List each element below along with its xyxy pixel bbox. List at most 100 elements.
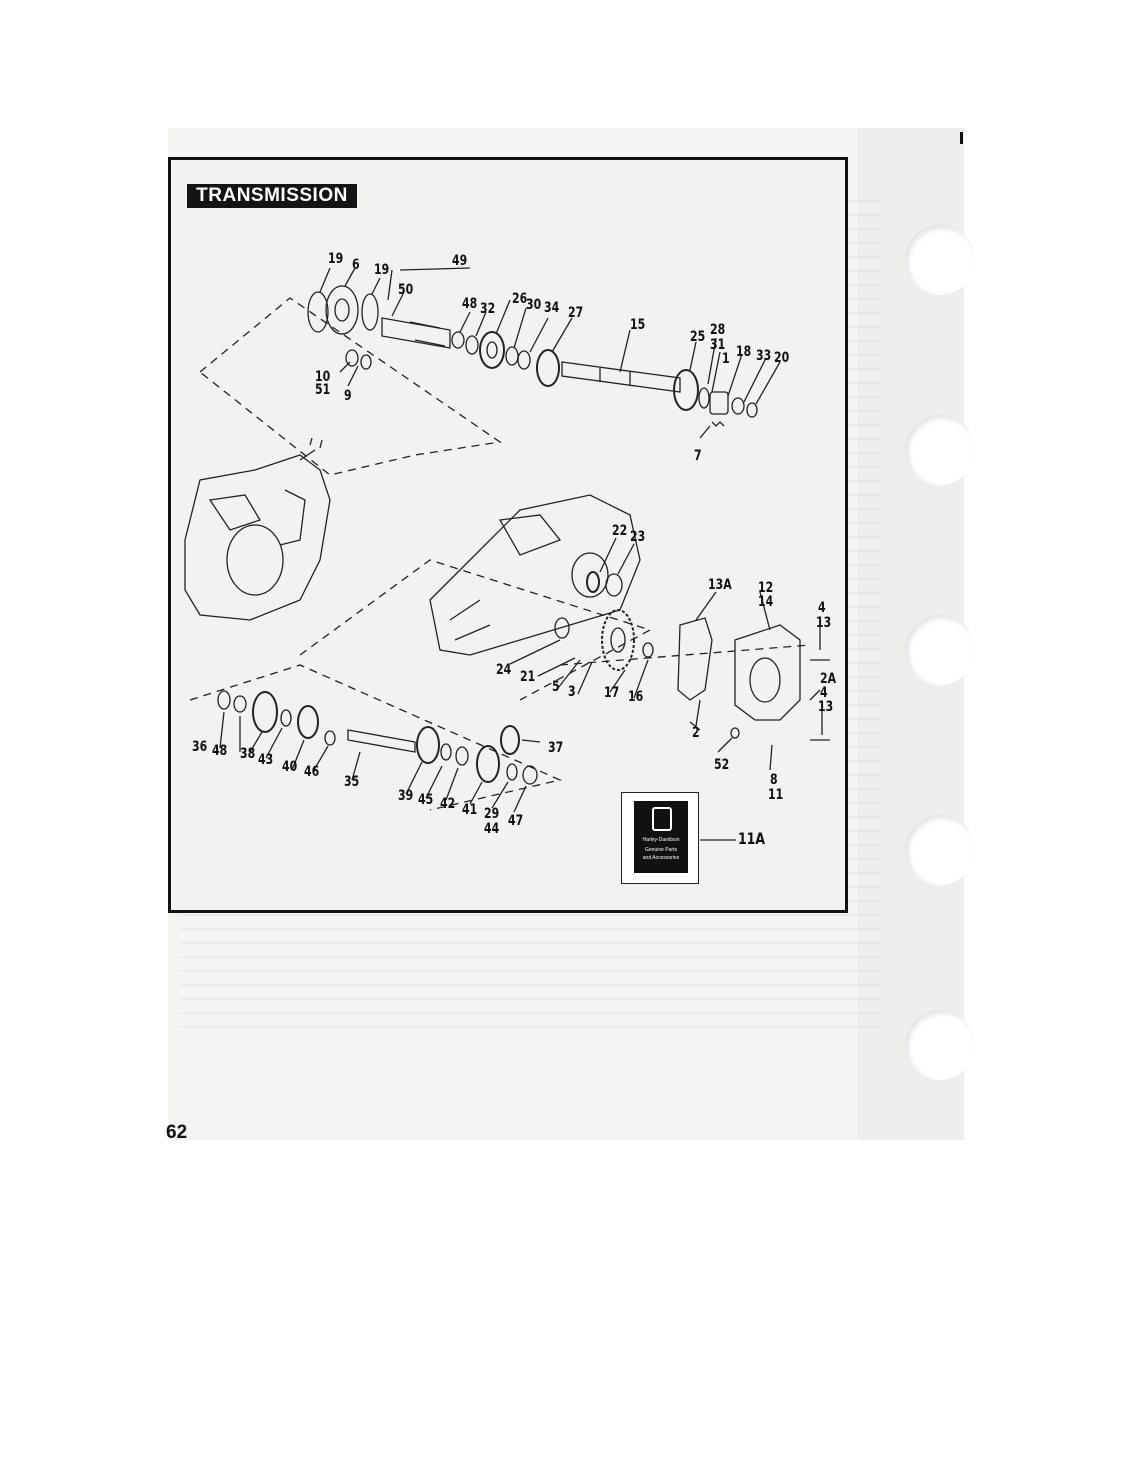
binder-hole bbox=[905, 615, 975, 685]
bearing-6 bbox=[325, 285, 359, 335]
mainshaft bbox=[381, 317, 451, 349]
washer-34 bbox=[517, 350, 531, 370]
box-brand: Harley-Davidson bbox=[642, 837, 680, 843]
callout-label: 7 bbox=[694, 448, 702, 464]
binder-hole bbox=[905, 1010, 975, 1080]
bearing-18 bbox=[709, 391, 729, 415]
callout-label: 28 bbox=[710, 322, 726, 338]
callout-label: 2 bbox=[692, 725, 700, 741]
washer-33 bbox=[731, 397, 745, 415]
nut-17 bbox=[642, 642, 654, 658]
washer-45 bbox=[440, 743, 452, 761]
gear-27 bbox=[536, 349, 560, 387]
bushing-42 bbox=[455, 746, 469, 766]
callout-label: 46 bbox=[304, 764, 320, 780]
callout-label: 5 bbox=[552, 679, 560, 695]
callout-label: 17 bbox=[604, 685, 620, 701]
callout-label: 33 bbox=[756, 348, 772, 364]
callout-label: 13 bbox=[818, 699, 834, 715]
spring-7 bbox=[711, 421, 725, 427]
callout-label: 43 bbox=[258, 752, 274, 768]
gear-39 bbox=[416, 726, 440, 764]
callout-label: 1 bbox=[722, 351, 730, 367]
washer-30 bbox=[505, 346, 519, 366]
callout-label: 19 bbox=[328, 251, 344, 267]
callout-label: 27 bbox=[568, 305, 584, 321]
callout-label: 25 bbox=[690, 329, 706, 345]
bushing-36 bbox=[217, 690, 231, 710]
binder-hole bbox=[905, 225, 975, 295]
callout-label: 35 bbox=[344, 774, 360, 790]
callout-label: 40 bbox=[282, 759, 298, 775]
gear-41 bbox=[476, 745, 500, 783]
bushing-10 bbox=[345, 349, 359, 367]
callout-label: 39 bbox=[398, 788, 414, 804]
bearing-23 bbox=[605, 573, 623, 597]
callout-label: 26 bbox=[512, 291, 528, 307]
callout-label: 45 bbox=[418, 792, 434, 808]
gear-40 bbox=[297, 705, 319, 739]
callout-label: 13A bbox=[708, 577, 732, 593]
callout-label: 22 bbox=[612, 523, 628, 539]
callout-label: 2A bbox=[820, 671, 837, 687]
binder-hole bbox=[905, 415, 975, 485]
callout-label: 36 bbox=[192, 739, 208, 755]
sprocket-21 bbox=[601, 609, 635, 671]
washer-48 bbox=[233, 695, 247, 713]
gear-25 bbox=[673, 369, 699, 411]
bearing-ring-19b bbox=[361, 293, 379, 331]
callout-label: 48 bbox=[462, 296, 478, 312]
callout-label: 30 bbox=[526, 297, 542, 313]
callout-label: 6 bbox=[352, 257, 360, 273]
callout-label: 47 bbox=[508, 813, 524, 829]
alignment-plane-lower bbox=[189, 664, 563, 811]
binder-hole bbox=[905, 815, 975, 885]
pin-52 bbox=[730, 727, 740, 739]
callout-label: 18 bbox=[736, 344, 752, 360]
callout-label: 21 bbox=[520, 669, 536, 685]
callout-label: 50 bbox=[398, 282, 414, 298]
gear-26 bbox=[479, 331, 505, 369]
callout-label: 20 bbox=[774, 350, 790, 366]
section-title: TRANSMISSION bbox=[187, 184, 357, 208]
countershaft-15 bbox=[561, 361, 681, 393]
ring-9 bbox=[360, 354, 372, 370]
callout-label: 13 bbox=[816, 615, 832, 631]
gear-37 bbox=[500, 725, 520, 755]
washer-29 bbox=[506, 763, 518, 781]
page-number: 62 bbox=[166, 1122, 188, 1143]
callout-label: 48 bbox=[212, 743, 228, 759]
ring-20 bbox=[746, 402, 758, 418]
callout-label: 15 bbox=[630, 317, 646, 333]
callout-label: 10 bbox=[315, 369, 331, 385]
callout-label: 16 bbox=[628, 689, 644, 705]
ring-1 bbox=[698, 387, 710, 409]
box-line1: Genuine Parts bbox=[645, 847, 677, 853]
box-line2: and Accessories bbox=[642, 855, 680, 861]
callout-label: 38 bbox=[240, 746, 256, 762]
alignment-plane-middle bbox=[299, 559, 652, 701]
callout-label: 37 bbox=[548, 740, 564, 756]
shaft-35 bbox=[347, 729, 416, 753]
callout-label: 23 bbox=[630, 529, 646, 545]
washer-32 bbox=[465, 335, 479, 355]
gear-38 bbox=[252, 691, 278, 733]
page-mark bbox=[960, 132, 963, 144]
bushing-47 bbox=[522, 765, 538, 785]
left-crankcase bbox=[184, 454, 331, 621]
box-front: Harley-Davidson Genuine Parts and Access… bbox=[634, 801, 688, 873]
washer-43 bbox=[280, 709, 292, 727]
callout-label: 14 bbox=[758, 594, 774, 610]
callout-label: 52 bbox=[714, 757, 730, 773]
bar-and-shield-logo-icon bbox=[652, 807, 672, 831]
callout-label: 42 bbox=[440, 796, 456, 812]
seal-22 bbox=[586, 571, 600, 593]
callout-label: 44 bbox=[484, 821, 500, 837]
callout-label: 32 bbox=[480, 301, 496, 317]
ring-46 bbox=[324, 730, 336, 746]
callout-label: 9 bbox=[344, 388, 352, 404]
spacer-24 bbox=[554, 617, 570, 639]
alignment-line bbox=[559, 644, 811, 666]
callout-label: 29 bbox=[484, 806, 500, 822]
